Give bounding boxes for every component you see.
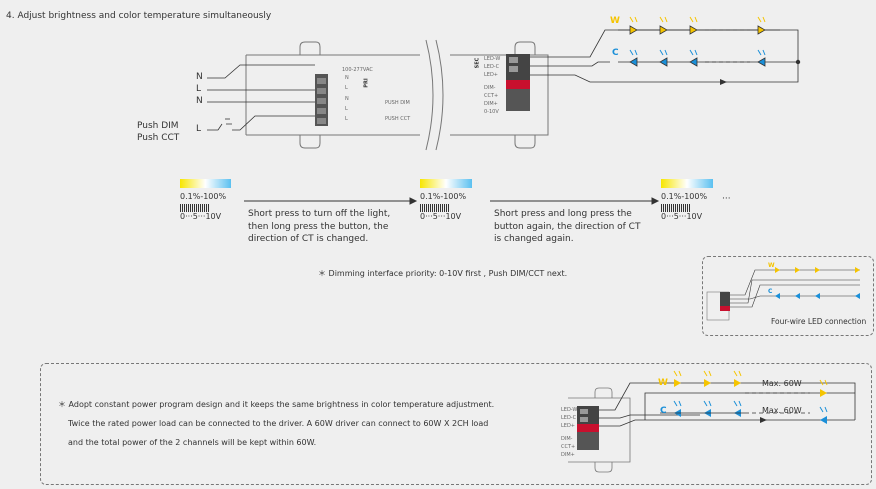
step-arrows: [244, 197, 660, 205]
step1-scale: 0···5···10V: [180, 212, 222, 221]
bottom-max-c: Max. 60W: [762, 406, 802, 415]
pri-voltage-label: 100-277VAC: [342, 67, 373, 73]
continuation-ellipsis: ···: [722, 194, 731, 204]
cct-gradient-bar-1: [180, 179, 231, 188]
pri-push-dim: PUSH DIM: [385, 100, 410, 106]
sec-led-w: LED-W: [484, 56, 501, 62]
sec-dim-plus: DIM+: [484, 101, 498, 107]
pri-terminal-n2: N: [345, 96, 349, 102]
step1-description: Short press to turn off the light, then …: [248, 209, 391, 244]
four-wire-caption: Four-wire LED connection: [771, 317, 867, 326]
pri-push-cct: PUSH CCT: [385, 116, 411, 122]
cct-gradient-bar-3: [661, 179, 713, 188]
bottom-terminal-led-c: LED-C: [561, 415, 577, 421]
input-wires: [207, 64, 315, 131]
bottom-max-w: Max. 60W: [762, 379, 802, 388]
bottom-terminal-dim-minus: DIM-: [561, 436, 573, 442]
warm-channel-label: W: [610, 16, 620, 26]
bottom-note-line-1: ＊ Adopt constant power program design an…: [58, 400, 495, 409]
priority-note: ＊ Dimming interface priority: 0-10V firs…: [318, 269, 568, 278]
pri-terminal-l2: L: [345, 106, 348, 112]
bottom-terminal-led-w: LED-W: [561, 407, 578, 413]
step2-scale: 0···5···10V: [420, 212, 462, 221]
bottom-w-label: W: [658, 378, 668, 388]
sec-label: SEC: [474, 57, 481, 69]
bottom-driver: [568, 387, 631, 473]
step3-scale: 0···5···10V: [661, 212, 703, 221]
step3-range: 0.1%-100%: [661, 192, 708, 201]
push-cct-label: Push CCT: [137, 133, 180, 143]
bottom-c-label: C: [660, 406, 667, 416]
step1-ticks: [180, 204, 210, 212]
four-wire-w-label: W: [768, 262, 775, 269]
bottom-warm-leds: [673, 370, 828, 397]
led-rays: [629, 16, 766, 56]
cct-gradient-bar-2: [420, 179, 472, 188]
bottom-info-box: [40, 363, 872, 485]
step1-range: 0.1%-100%: [180, 192, 227, 201]
four-wire-box: [702, 256, 874, 336]
four-wire-diagram: [706, 267, 860, 321]
step2-ticks: [420, 204, 450, 212]
pri-terminal-n: N: [345, 75, 349, 81]
bottom-terminal-cct-plus: CCT+: [561, 444, 576, 450]
input-l-label: L: [196, 84, 202, 94]
sec-led-c: LED-C: [484, 64, 500, 70]
step3-ticks: [661, 204, 691, 212]
driver-housing: [245, 39, 549, 151]
section-title: 4. Adjust brightness and color temperatu…: [6, 11, 272, 21]
push-dim-label: Push DIM: [137, 121, 179, 131]
input-n2-label: N: [196, 96, 203, 106]
bottom-terminal-dim-plus: DIM+: [561, 452, 575, 458]
bottom-note-line-3: and the total power of the 2 channels wi…: [68, 438, 317, 447]
sec-voltage: 0-10V: [484, 109, 499, 115]
bottom-terminal-led-plus: LED+: [561, 423, 575, 429]
step2-description: Short press and long press the button ag…: [494, 209, 641, 244]
output-wires: [530, 29, 799, 83]
sec-cct-plus: CCT+: [484, 93, 499, 99]
sec-dim-minus: DIM-: [484, 85, 496, 91]
push-l-label: L: [196, 124, 202, 134]
sec-terminal-block: [506, 54, 530, 111]
cool-channel-label: C: [612, 48, 619, 58]
input-n-label: N: [196, 72, 203, 82]
bottom-note-line-2: Twice the rated power load can be connec…: [68, 419, 489, 428]
pri-label: PRI: [363, 78, 370, 88]
step2-range: 0.1%-100%: [420, 192, 467, 201]
sec-led-plus: LED+: [484, 72, 498, 78]
pri-terminal-l: L: [345, 85, 348, 91]
pri-terminal-l3: L: [345, 116, 348, 122]
pri-terminal-block: [315, 74, 328, 126]
four-wire-c-label: C: [768, 288, 773, 295]
top-warm-led-string: [618, 25, 780, 35]
